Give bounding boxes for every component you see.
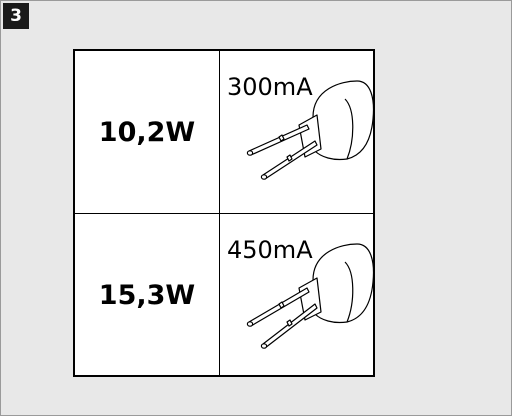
current-label: 300mA <box>227 73 313 101</box>
spec-row-2: 15,3W 450mA <box>75 214 373 376</box>
led-cable-connector-icon <box>246 80 373 180</box>
wattage-label: 10,2W <box>98 116 196 148</box>
power-spec-table: 10,2W 300mA <box>73 49 375 377</box>
current-label: 450mA <box>227 236 313 264</box>
step-number-badge: 3 <box>3 3 29 29</box>
column-divider <box>219 214 220 376</box>
led-cable-connector-icon <box>246 243 373 349</box>
spec-row-1: 10,2W 300mA <box>75 51 373 214</box>
wattage-label: 15,3W <box>98 279 196 311</box>
column-divider <box>219 51 220 213</box>
